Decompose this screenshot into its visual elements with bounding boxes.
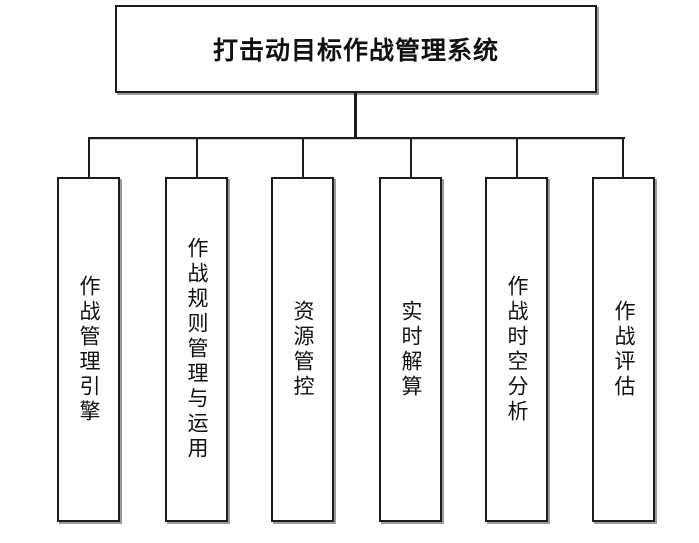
child-node-label: 实时解算: [399, 299, 422, 400]
child-node-combat-assessment: 作战评估: [592, 177, 655, 522]
child-node-label: 作战规则管理与运用: [185, 237, 208, 462]
child-node-label: 资源管控: [291, 299, 314, 400]
connector-drop-6: [622, 138, 624, 178]
connector-drop-3: [302, 138, 304, 178]
connector-drop-1: [88, 138, 90, 178]
child-node-spatiotemporal-analysis: 作战时空分析: [485, 177, 548, 522]
child-node-rules-management-application: 作战规则管理与运用: [165, 177, 228, 522]
child-node-combat-management-engine: 作战管理引擎: [57, 177, 120, 522]
child-node-realtime-computation: 实时解算: [379, 177, 442, 522]
connector-horizontal-line: [88, 137, 625, 139]
child-node-resource-control: 资源管控: [271, 177, 334, 522]
child-node-label: 作战管理引擎: [77, 274, 100, 425]
connector-drop-4: [410, 138, 412, 178]
connector-drop-2: [196, 138, 198, 178]
child-node-label: 作战评估: [612, 299, 635, 400]
connector-drop-5: [516, 138, 518, 178]
root-node-strike-moving-target-system: 打击动目标作战管理系统: [115, 5, 597, 93]
root-node-label: 打击动目标作战管理系统: [212, 37, 499, 65]
connector-stem: [354, 93, 357, 138]
child-node-label: 作战时空分析: [505, 274, 528, 425]
